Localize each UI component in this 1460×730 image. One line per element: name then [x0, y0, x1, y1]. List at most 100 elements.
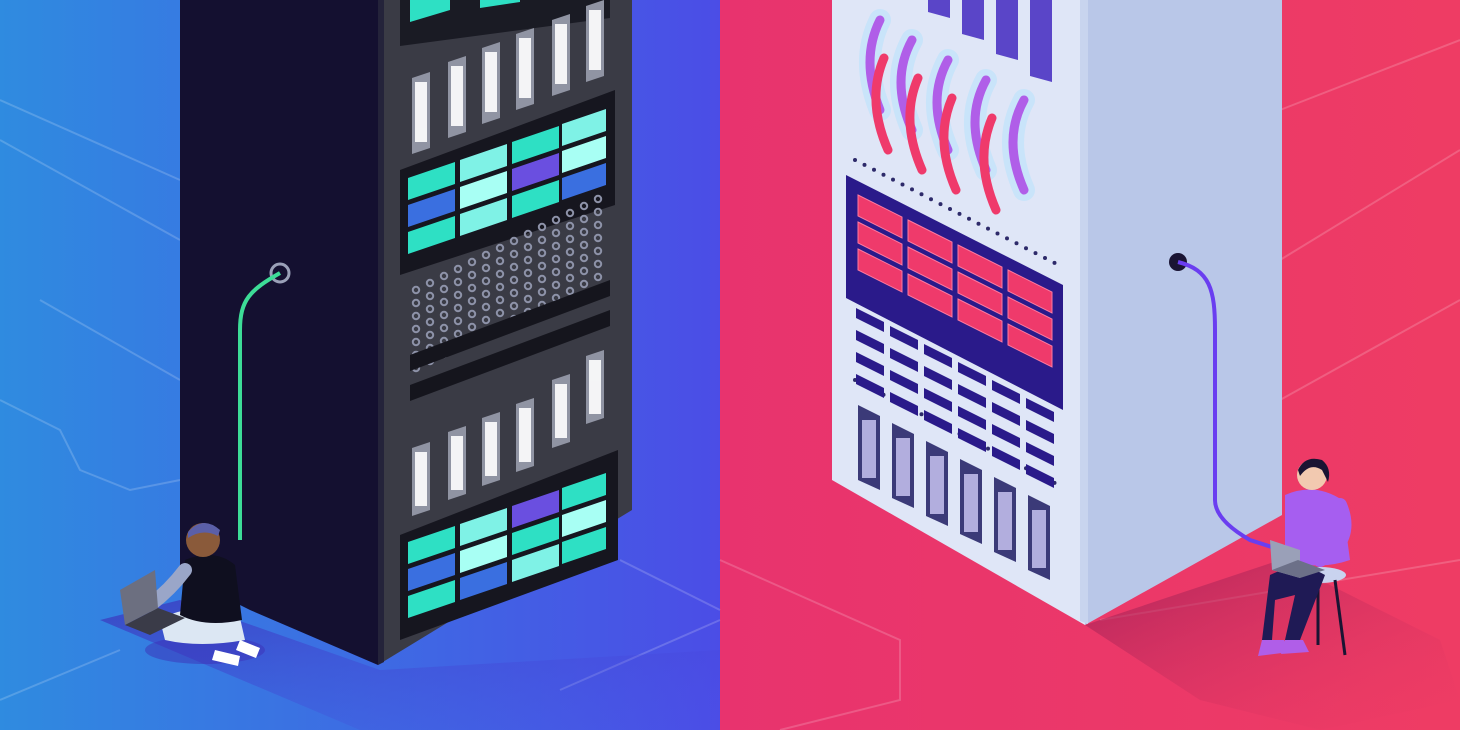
vent-hole: [495, 269, 505, 279]
rack-slot: [958, 406, 986, 430]
vent-hole: [565, 286, 575, 296]
vent-hole: [509, 249, 519, 259]
vent-hole: [481, 302, 491, 312]
vent-hole: [551, 280, 561, 290]
vent-hole: [593, 272, 603, 282]
vent-hole: [467, 322, 477, 332]
vent-hole: [453, 277, 463, 287]
rack-slot: [1026, 464, 1054, 488]
vent-hole: [467, 309, 477, 319]
rack-slot: [856, 308, 884, 332]
vent-hole: [467, 283, 477, 293]
vent-hole: [565, 221, 575, 231]
vent-hole: [453, 264, 463, 274]
vent-hole: [551, 241, 561, 251]
indicator-dot: [910, 187, 914, 192]
right-cooling-fans: [859, 9, 1035, 215]
vent-hole: [523, 242, 533, 252]
vent-hole: [509, 288, 519, 298]
vent-hole: [579, 227, 589, 237]
vent-hole: [523, 281, 533, 291]
vent-hole: [425, 304, 435, 314]
vent-hole: [565, 273, 575, 283]
indicator-dot: [919, 192, 924, 197]
vent-hole: [551, 215, 561, 225]
vent-hole: [565, 247, 575, 257]
indicator-dot: [862, 162, 867, 167]
vent-hole: [411, 324, 421, 334]
vent-hole: [481, 263, 491, 273]
indicator-dot: [1024, 246, 1028, 251]
left-rack-mid-slots: [410, 280, 610, 401]
right-top-bays: [928, 0, 1052, 82]
vent-hole: [481, 276, 491, 286]
left-storage-panel-upper: [400, 90, 615, 275]
rack-slot: [924, 366, 952, 390]
left-drive-bays-upper: [412, 0, 604, 154]
indicator-dot: [986, 226, 990, 231]
left-storage-panel-lower: [400, 450, 618, 640]
rack-slot: [856, 374, 884, 398]
person-kneeling-icon: [120, 522, 265, 666]
vent-hole: [509, 275, 519, 285]
left-rack-shadow: [100, 600, 720, 730]
indicator-dot: [853, 158, 857, 162]
vent-hole: [565, 208, 575, 218]
vent-hole: [565, 234, 575, 244]
indicator-dot: [929, 197, 933, 202]
vent-hole: [439, 310, 449, 320]
vent-hole: [537, 261, 547, 271]
rack-slot: [890, 326, 918, 350]
vent-hole: [425, 291, 435, 301]
rack-slot: [924, 388, 952, 412]
indicator-dot: [986, 446, 990, 451]
vent-hole: [467, 270, 477, 280]
vent-hole: [551, 254, 561, 264]
indicator-dot: [948, 207, 952, 211]
vent-hole: [439, 271, 449, 281]
right-storage-panel: [846, 175, 1063, 410]
vent-hole: [523, 255, 533, 265]
rack-slot: [958, 384, 986, 408]
vent-hole: [453, 316, 463, 326]
vent-hole: [453, 290, 463, 300]
indicator-dot: [1052, 260, 1057, 265]
vent-hole: [411, 298, 421, 308]
vent-hole: [411, 311, 421, 321]
vent-hole: [593, 194, 603, 204]
vent-hole: [439, 297, 449, 307]
vent-hole: [551, 267, 561, 277]
vent-hole: [495, 243, 505, 253]
rack-slot: [958, 428, 986, 452]
rack-slot: [924, 410, 952, 434]
indicator-dot: [891, 177, 895, 182]
right-drive-bays: [858, 405, 1050, 580]
right-slot-grid: [856, 308, 1054, 488]
rack-slot: [1026, 398, 1054, 422]
indicator-dot: [1005, 236, 1009, 241]
indicator-dot: [1043, 256, 1047, 260]
vent-hole: [439, 323, 449, 333]
rack-slot: [992, 380, 1020, 404]
vent-hole: [593, 259, 603, 269]
vent-hole: [523, 229, 533, 239]
vent-hole: [579, 214, 589, 224]
vent-hole: [495, 308, 505, 318]
rack-slot: [856, 330, 884, 354]
vent-hole: [579, 253, 589, 263]
vent-hole: [453, 303, 463, 313]
vent-hole: [481, 250, 491, 260]
rack-slot: [1026, 420, 1054, 444]
indicator-dot: [957, 211, 962, 216]
person-sitting-icon: [1258, 458, 1352, 656]
indicator-dot: [881, 172, 886, 177]
vent-hole: [509, 262, 519, 272]
indicator-dot: [872, 167, 876, 172]
right-cable: [1169, 253, 1276, 550]
indicator-dot: [900, 182, 905, 187]
vent-hole: [537, 235, 547, 245]
indicator-dot: [995, 231, 1000, 236]
vent-hole: [537, 287, 547, 297]
rack-slot: [992, 424, 1020, 448]
rack-slot: [890, 392, 918, 416]
